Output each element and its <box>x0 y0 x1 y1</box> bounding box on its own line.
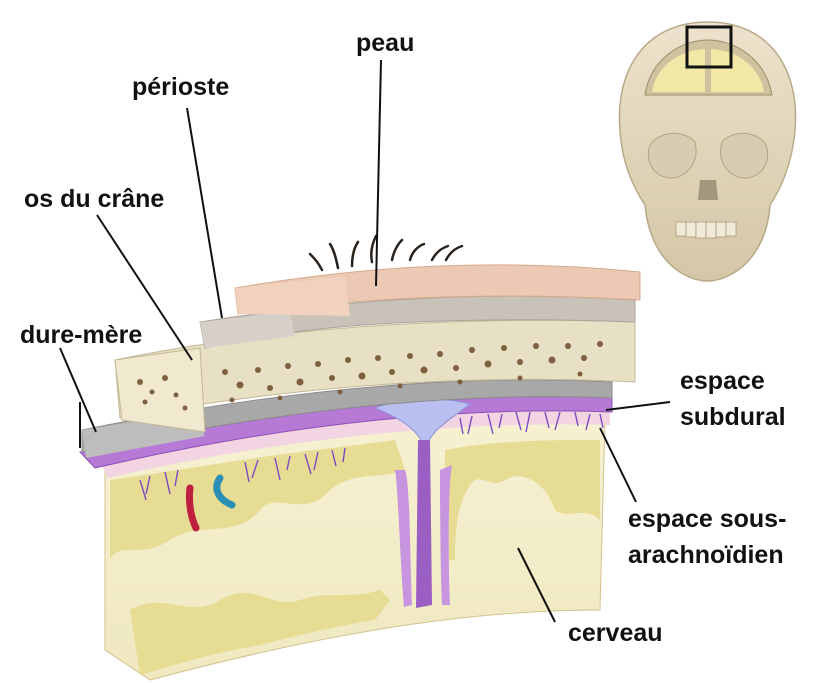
label-espace-subdural-2: subdural <box>680 404 786 432</box>
label-espace-subdural-1: espace <box>680 368 765 396</box>
skull-nose <box>698 180 718 200</box>
skin-front <box>235 276 350 316</box>
bone-front-step <box>115 348 205 432</box>
skull-inset <box>619 22 795 281</box>
label-perioste: périoste <box>132 74 229 102</box>
label-dure-mere: dure-mère <box>20 322 142 350</box>
leader-peau <box>376 60 381 286</box>
label-cerveau: cerveau <box>568 620 663 648</box>
label-peau: peau <box>356 30 414 58</box>
cross-section <box>80 236 640 680</box>
hairs <box>310 236 462 270</box>
label-espace-sous-arachnoidien-2: arachnoïdien <box>628 542 784 570</box>
label-os-du-crane: os du crâne <box>24 186 164 214</box>
skull-teeth <box>676 222 736 238</box>
leader-dure-mere-a <box>60 348 96 432</box>
label-espace-sous-arachnoidien-1: espace sous- <box>628 506 786 534</box>
leader-espace-sous-arachnoidien <box>600 428 636 502</box>
leader-espace-subdural <box>606 402 670 410</box>
falx <box>416 440 432 608</box>
leader-perioste <box>187 108 222 318</box>
